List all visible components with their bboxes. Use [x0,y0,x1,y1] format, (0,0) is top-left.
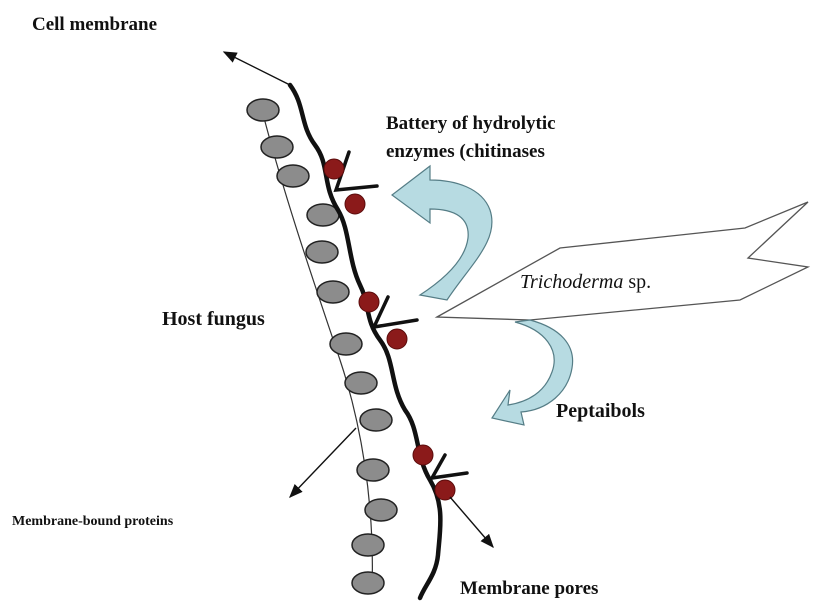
host-fungus-label: Host fungus [162,308,265,331]
cell-membrane-pointer-arrow [224,52,292,86]
hydrolytic-enzymes-label-line2: enzymes (chitinases [386,138,556,166]
protein-oval [365,499,397,521]
protein-oval [317,281,349,303]
enzyme-dot [324,159,344,179]
membrane-pores-label: Membrane pores [460,578,598,600]
protein-oval [247,99,279,121]
trichoderma-sp-text: sp. [623,271,651,293]
protein-oval [277,165,309,187]
hydrolytic-enzymes-label-line1: Battery of hydrolytic [386,110,556,138]
hydrolytic-enzyme-dots [324,159,455,500]
protein-oval [330,333,362,355]
trichoderma-arrow-shape [437,202,808,320]
protein-oval [345,372,377,394]
pore-mark [374,297,417,327]
enzyme-dot [387,329,407,349]
membrane-bound-proteins-label: Membrane-bound proteins [12,514,173,530]
pore-mark [432,455,467,478]
protein-oval [306,241,338,263]
peptaibols-label: Peptaibols [556,400,645,423]
protein-oval [261,136,293,158]
enzyme-dot [345,194,365,214]
enzyme-dot [435,480,455,500]
protein-oval [352,534,384,556]
trichoderma-genus-text: Trichoderma [520,271,623,293]
protein-oval [360,409,392,431]
enzyme-dot [413,445,433,465]
membrane-pores-pointer-arrow [450,497,493,547]
membrane-proteins-pointer-arrow [290,428,356,497]
cell-membrane-label: Cell membrane [32,14,157,36]
enzymes-curved-arrow [392,166,492,300]
protein-oval [352,572,384,594]
hydrolytic-enzymes-label: Battery of hydrolytic enzymes (chitinase… [386,110,556,166]
enzyme-dot [359,292,379,312]
protein-oval [357,459,389,481]
membrane-bound-proteins [247,99,397,594]
trichoderma-label: Trichoderma sp. [520,271,651,294]
